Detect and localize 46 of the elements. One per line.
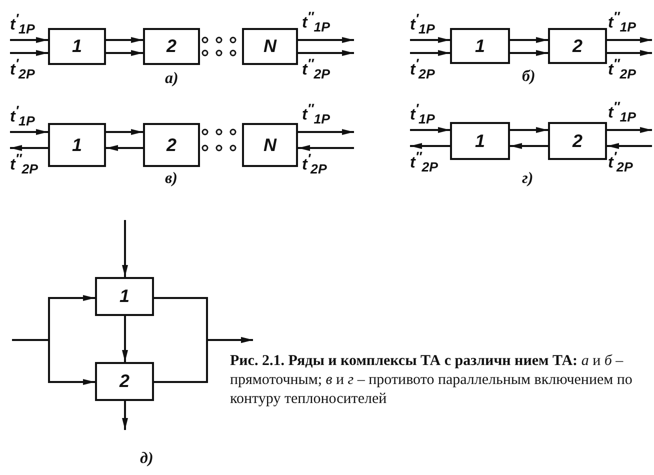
- panel-label: в): [165, 170, 178, 188]
- arrow: [410, 127, 450, 133]
- panel-label: а): [165, 70, 178, 88]
- process-box: N: [242, 28, 298, 65]
- arrow: [122, 316, 128, 362]
- arrow: [298, 50, 354, 56]
- process-box: 1: [48, 28, 106, 65]
- process-box: 1: [48, 123, 106, 167]
- arrow: [298, 145, 354, 151]
- arrow: [122, 401, 128, 430]
- process-box: N: [242, 123, 298, 167]
- process-box: 1: [450, 122, 510, 160]
- process-box: 2: [143, 123, 200, 167]
- arrow: [122, 220, 128, 277]
- arrow: [106, 50, 143, 56]
- arrow: [510, 127, 548, 133]
- arrow: [10, 145, 48, 151]
- arrow: [607, 127, 652, 133]
- arrow: [607, 37, 652, 43]
- arrow: [106, 129, 143, 135]
- arrow: [298, 37, 354, 43]
- process-box: 1: [450, 28, 510, 64]
- arrow: [510, 37, 548, 43]
- arrow: [298, 129, 354, 135]
- process-box: 2: [548, 122, 607, 160]
- arrow: [410, 37, 450, 43]
- arrow: [154, 337, 253, 383]
- arrow: [410, 50, 450, 56]
- process-box: 2: [95, 362, 154, 401]
- panel-label: д): [140, 450, 154, 468]
- arrow: [410, 143, 450, 149]
- arrow: [10, 50, 48, 56]
- arrow: [106, 145, 143, 151]
- arrow: [607, 143, 652, 149]
- process-box: 1: [95, 277, 154, 316]
- arrow: [10, 37, 48, 43]
- process-box: 2: [143, 28, 200, 65]
- panel-label: г): [522, 170, 534, 188]
- arrow: [510, 143, 548, 149]
- process-box: 2: [548, 28, 607, 64]
- arrow: [10, 129, 48, 135]
- arrow: [106, 37, 143, 43]
- arrow: [510, 50, 548, 56]
- arrow: [607, 50, 652, 56]
- panel-label: б): [522, 68, 536, 86]
- figure-caption: Рис. 2.1. Ряды и комплексы ТА с различн нием ТА: а и б – прямоточным; в и г – противото параллельным включением по контуру теплоносителей: [230, 352, 634, 409]
